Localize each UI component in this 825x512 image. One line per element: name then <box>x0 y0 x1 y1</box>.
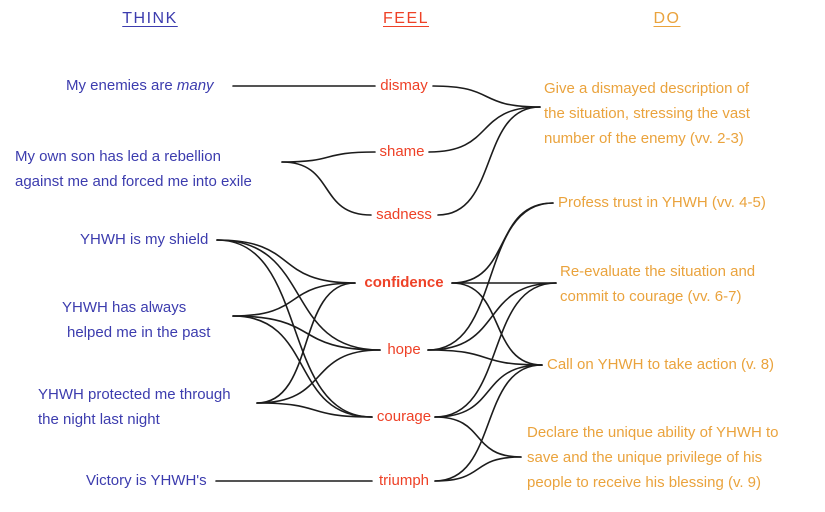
edge-triumph-call <box>434 364 543 482</box>
feel-node-courage: courage <box>376 408 432 425</box>
think-node-rebellion-line2: against me and forced me into exile <box>15 173 252 190</box>
do-node-declare-line1: Declare the unique ability of YHWH to <box>527 424 779 441</box>
think-node-helped-line1: YHWH has always <box>62 299 187 316</box>
edge-helped-confidence <box>232 282 356 317</box>
think-node-enemies-italic: many <box>176 77 214 94</box>
edge-triumph-declare <box>434 456 522 482</box>
edge-courage-declare <box>434 416 522 458</box>
feel-node-sadness: sadness <box>376 206 432 223</box>
think-node-enemies: My enemies are many <box>66 74 214 98</box>
do-node-declare-line3: people to receive his blessing (v. 9) <box>527 474 762 491</box>
do-node-describe-line2: the situation, stressing the vast <box>544 105 750 122</box>
edge-courage-reevaluate <box>434 282 557 418</box>
edge-rebellion-sadness <box>281 161 372 216</box>
edge-protected-hope <box>256 349 381 404</box>
feel-node-dismay: dismay <box>380 77 428 94</box>
edge-shield-courage <box>216 239 373 418</box>
edge-courage-call <box>434 364 543 418</box>
edge-hope-profess <box>427 202 554 351</box>
think-node-shield: YHWH is my shield <box>80 231 209 248</box>
think-node-protected-line1: YHWH protected me through <box>38 386 231 403</box>
do-node-profess: Profess trust in YHWH (vv. 4-5) <box>558 194 766 211</box>
think-node-victory: Victory is YHWH's <box>86 472 207 489</box>
edge-protected-confidence <box>256 282 356 404</box>
edge-sadness-describe <box>437 106 541 216</box>
do-node-declare: Declare the unique ability of YHWH to sa… <box>527 420 779 495</box>
do-node-declare-line2: save and the unique privilege of his <box>527 449 763 466</box>
feel-node-shame: shame <box>379 143 425 160</box>
think-node-protected-line2: the night last night <box>38 411 160 428</box>
edge-helped-courage <box>232 315 373 418</box>
feel-node-hope: hope <box>387 341 421 358</box>
feel-node-triumph: triumph <box>378 472 430 489</box>
column-header-do: DO <box>653 10 681 27</box>
do-node-call: Call on YHWH to take action (v. 8) <box>547 356 775 373</box>
edge-confidence-call <box>451 282 543 366</box>
do-node-reevaluate: Re-evaluate the situation and commit to … <box>560 259 755 309</box>
edge-shield-confidence <box>216 239 356 284</box>
edge-rebellion-shame <box>281 151 376 163</box>
think-node-helped-line2: helped me in the past <box>67 324 211 341</box>
edge-shame-describe <box>428 106 541 153</box>
do-node-describe-line1: Give a dismayed description of <box>544 80 750 97</box>
do-node-reevaluate-line1: Re-evaluate the situation and <box>560 263 756 280</box>
edge-shield-hope <box>216 239 381 351</box>
think-node-enemies-text: My enemies are <box>66 77 177 94</box>
edge-hope-call <box>427 349 543 366</box>
think-node-protected: YHWH protected me through the night last… <box>38 382 231 432</box>
think-node-rebellion-line1: My own son has led a rebellion <box>15 148 221 165</box>
edge-helped-hope <box>232 315 381 351</box>
edge-hope-reevaluate <box>427 282 557 351</box>
think-node-rebellion: My own son has led a rebellion against m… <box>15 144 252 194</box>
edge-protected-courage <box>256 402 373 418</box>
edge-dismay-describe <box>432 85 541 108</box>
feel-node-confidence: confidence <box>364 274 444 291</box>
do-node-describe: Give a dismayed description of the situa… <box>544 76 750 151</box>
do-node-reevaluate-line2: commit to courage (vv. 6-7) <box>560 288 742 305</box>
think-node-helped: YHWH has always helped me in the past <box>62 295 210 345</box>
do-node-describe-line3: number of the enemy (vv. 2-3) <box>544 130 744 147</box>
column-header-feel: FEEL <box>382 10 430 27</box>
column-header-think: THINK <box>122 10 178 27</box>
